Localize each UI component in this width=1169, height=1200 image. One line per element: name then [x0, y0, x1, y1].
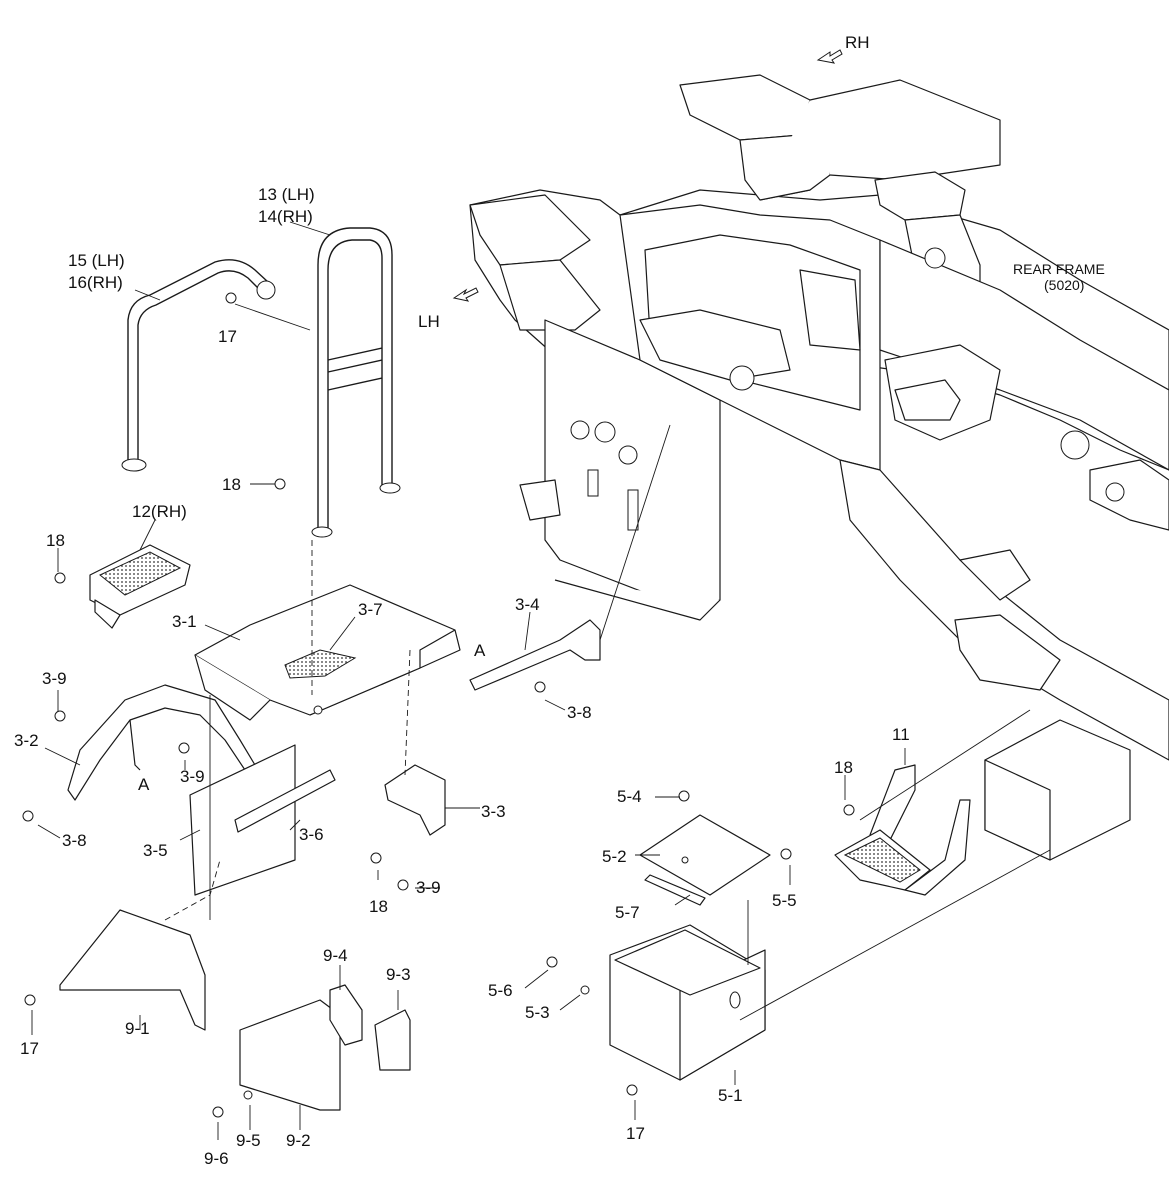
label-3-6: 3-6 — [299, 825, 324, 844]
label-17-box: 17 — [626, 1124, 645, 1143]
label-5-1: 5-1 — [718, 1086, 743, 1105]
cover-9-1 — [59, 909, 206, 1031]
bracket-3-4 — [469, 619, 601, 691]
label-17-top: 17 — [218, 327, 237, 346]
label-18-bracket: 18 — [369, 897, 388, 916]
label-11: 11 — [892, 725, 910, 744]
label-9-1: 9-1 — [125, 1019, 150, 1038]
label-3-3: 3-3 — [481, 802, 506, 821]
label-15: 15 (LH) — [68, 251, 125, 270]
bracket-3-3 — [384, 764, 446, 836]
label-18-step: 18 — [46, 531, 65, 550]
bolts — [22, 292, 855, 1118]
label-14: 14(RH) — [258, 207, 313, 226]
label-3-9-left: 3-9 — [42, 669, 67, 688]
box-5-1 — [609, 924, 766, 1081]
label-3-9-center: 3-9 — [180, 767, 205, 786]
label-3-1: 3-1 — [172, 612, 197, 631]
label-rear-frame-code: (5020) — [1044, 277, 1084, 293]
step-12 — [89, 544, 191, 629]
label-3-9-bottom: 3-9 — [416, 878, 441, 897]
label-3-8-left: 3-8 — [62, 831, 87, 850]
cover-5-2 — [639, 814, 771, 896]
label-5-6: 5-6 — [488, 981, 513, 1000]
label-18-rightstep: 18 — [834, 758, 853, 777]
label-9-4: 9-4 — [323, 946, 348, 965]
label-5-5: 5-5 — [772, 891, 797, 910]
label-3-7: 3-7 — [358, 600, 383, 619]
label-3-2: 3-2 — [14, 731, 39, 750]
label-9-5: 9-5 — [236, 1131, 261, 1150]
label-a-left: A — [138, 775, 150, 794]
label-3-8-right: 3-8 — [567, 703, 592, 722]
label-5-4: 5-4 — [617, 787, 642, 806]
label-18-handrail: 18 — [222, 475, 241, 494]
bracket-9-2 — [239, 999, 341, 1111]
label-5-2: 5-2 — [602, 847, 627, 866]
label-17-cover: 17 — [20, 1039, 39, 1058]
label-16: 16(RH) — [68, 273, 123, 292]
labels: RH LH REAR FRAME (5020) 13 (LH) 14(RH) 1… — [14, 33, 1105, 1168]
rh-arrow-icon — [816, 49, 843, 64]
step-11 — [834, 764, 971, 896]
label-13: 13 (LH) — [258, 185, 315, 204]
label-9-2: 9-2 — [286, 1131, 311, 1150]
label-3-5: 3-5 — [143, 841, 168, 860]
rear-frame — [469, 74, 1169, 861]
handrail-15-16 — [121, 259, 276, 472]
label-5-3: 5-3 — [525, 1003, 550, 1022]
leader-lines — [31, 221, 1051, 1140]
label-lh: LH — [418, 312, 440, 331]
label-9-6: 9-6 — [204, 1149, 229, 1168]
deck-3-1 — [194, 584, 461, 721]
label-rear-frame: REAR FRAME — [1013, 261, 1105, 277]
label-9-3: 9-3 — [386, 965, 411, 984]
bracket-3-6 — [234, 769, 336, 833]
handrail-13-14 — [311, 227, 401, 538]
label-12: 12(RH) — [132, 502, 187, 521]
gasket-5-7 — [644, 874, 706, 906]
label-a-right: A — [474, 641, 486, 660]
bracket-9-4 — [329, 984, 363, 1046]
lh-arrow-icon — [452, 287, 479, 302]
label-rh: RH — [845, 33, 870, 52]
bracket-9-3 — [374, 1009, 411, 1071]
label-3-4: 3-4 — [515, 595, 540, 614]
label-5-7: 5-7 — [615, 903, 640, 922]
